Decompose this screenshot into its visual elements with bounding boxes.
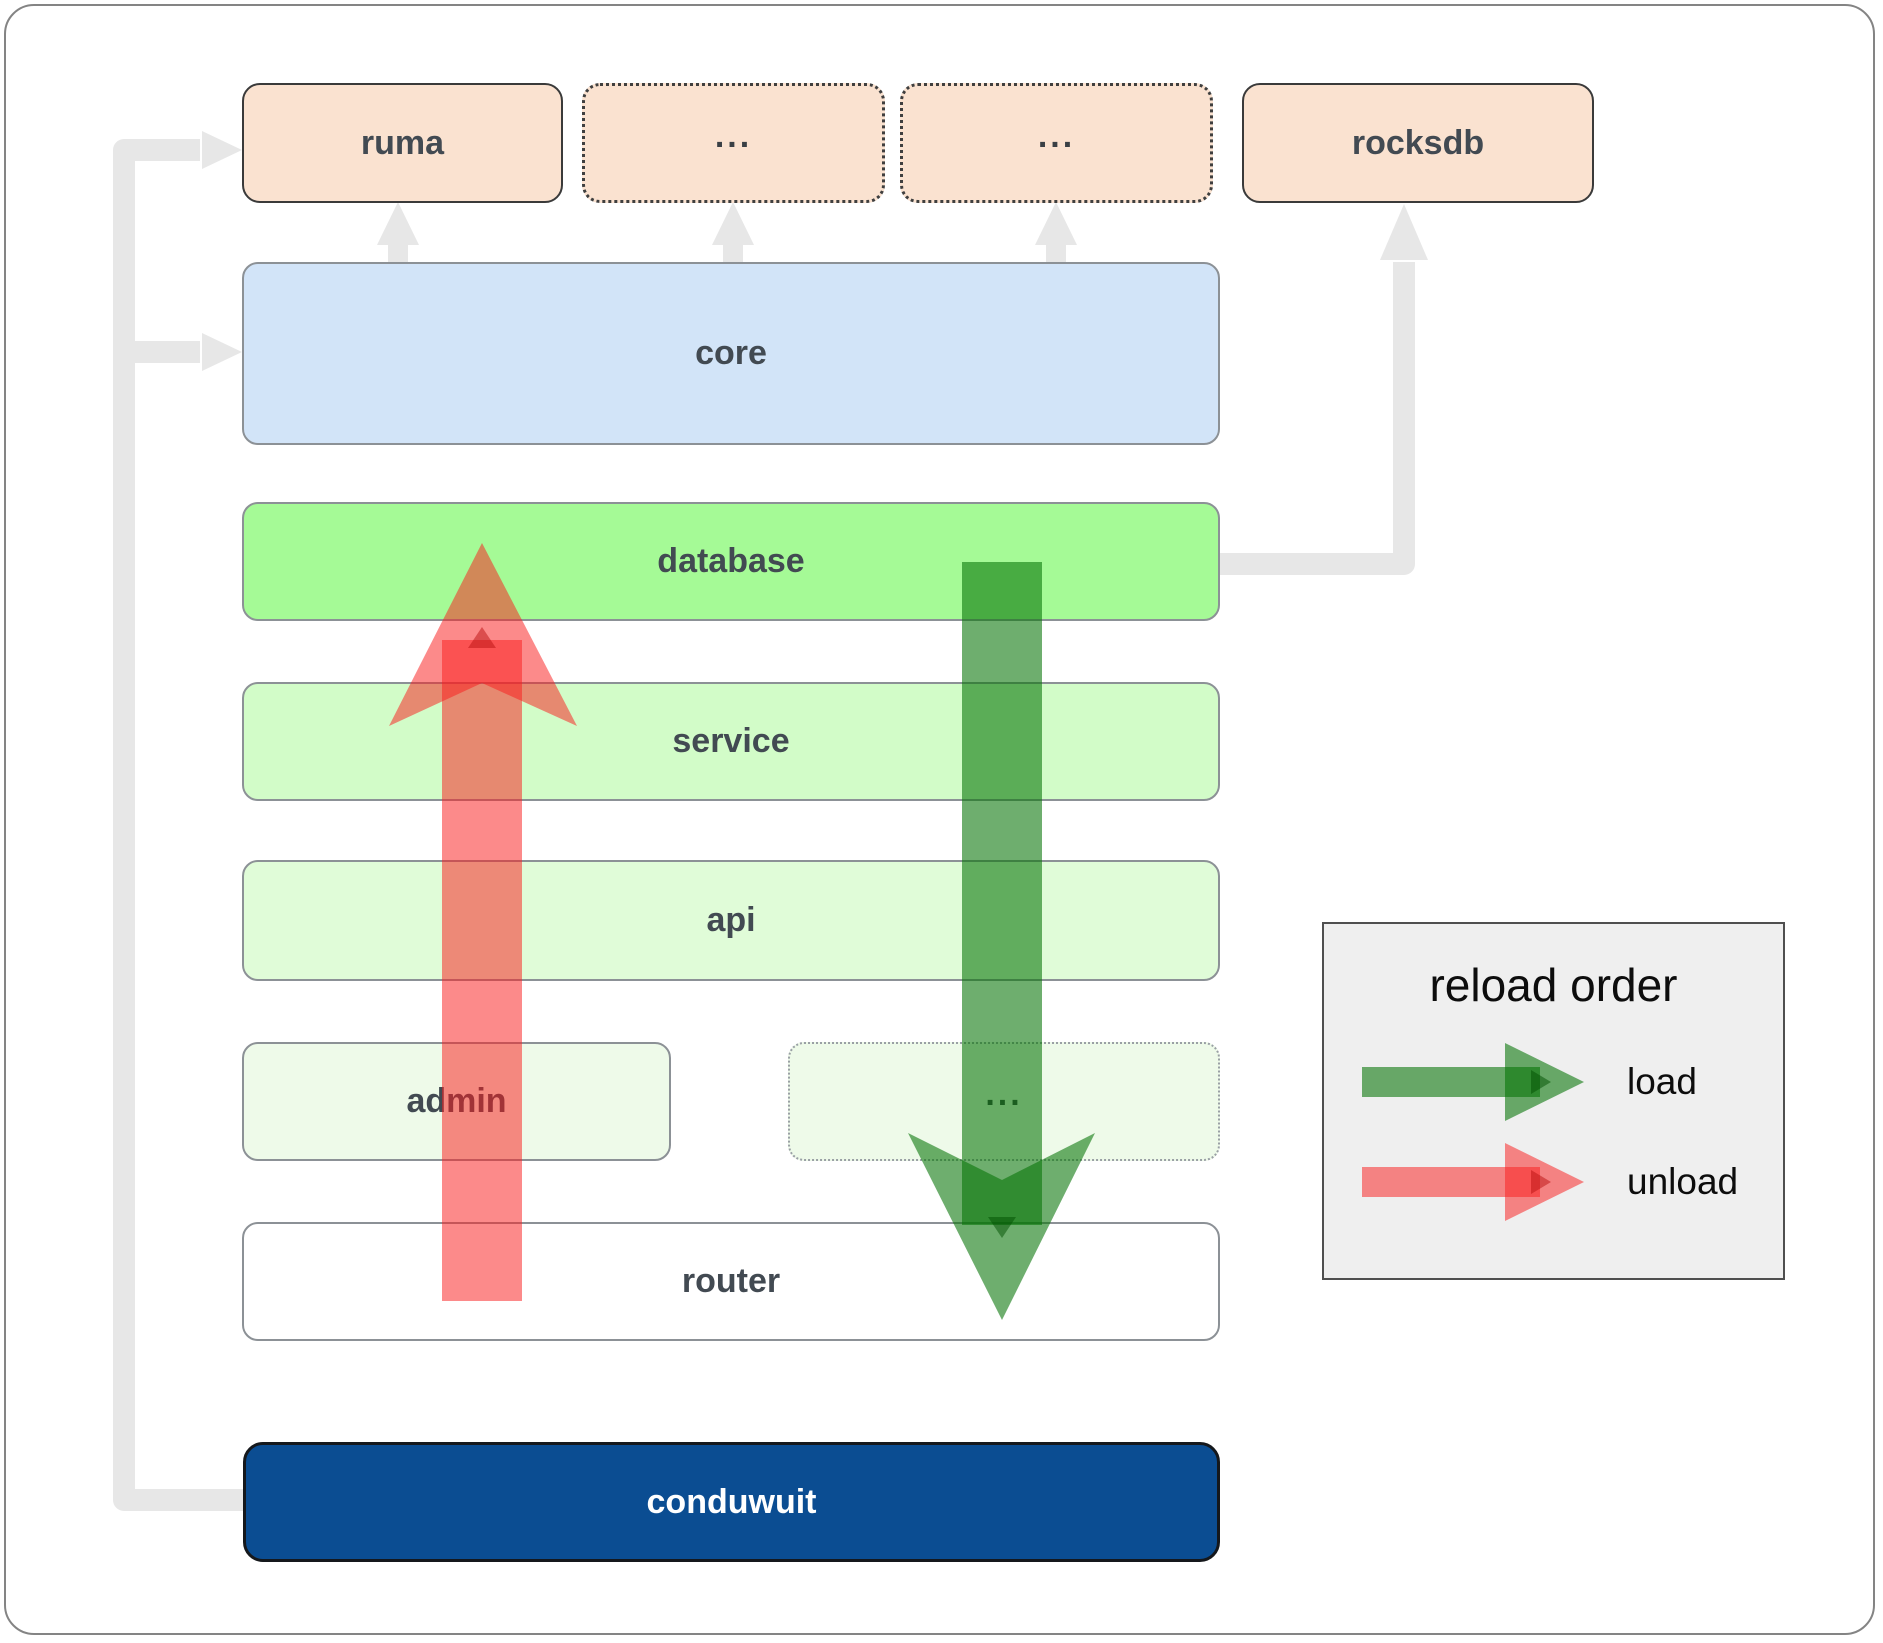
figure-border (4, 4, 1875, 1635)
box-router: router (242, 1222, 1220, 1341)
box-ruma: ruma (242, 83, 563, 203)
legend-load-label: load (1627, 1061, 1697, 1102)
box-rocksdb-label: rocksdb (1351, 123, 1485, 162)
box-conduwuit: conduwuit (243, 1442, 1220, 1562)
box-core-label: core (695, 334, 767, 372)
box-dependency-b: ... (900, 83, 1213, 203)
box-api-label: api (706, 901, 756, 939)
box-router-label: router (681, 1262, 781, 1300)
box-admin: admin (242, 1042, 671, 1161)
box-service-label: service (672, 722, 790, 760)
box-database: database (242, 502, 1220, 621)
box-more-services-label: ... (985, 1075, 1023, 1113)
box-core: core (242, 262, 1220, 445)
box-more-services: ... (788, 1042, 1220, 1161)
box-dependency-a-label: ... (714, 116, 753, 155)
box-admin-label: admin (406, 1082, 507, 1120)
box-database-label: database (657, 542, 805, 580)
legend-unload-label: unload (1627, 1161, 1739, 1202)
box-conduwuit-label: conduwuit (646, 1482, 817, 1521)
box-rocksdb: rocksdb (1242, 83, 1594, 203)
legend-title: reload order (1429, 959, 1678, 1011)
box-ruma-label: ruma (360, 123, 445, 162)
box-api: api (242, 860, 1220, 981)
box-dependency-a: ... (582, 83, 885, 203)
box-service: service (242, 682, 1220, 801)
box-dependency-b-label: ... (1037, 116, 1076, 155)
